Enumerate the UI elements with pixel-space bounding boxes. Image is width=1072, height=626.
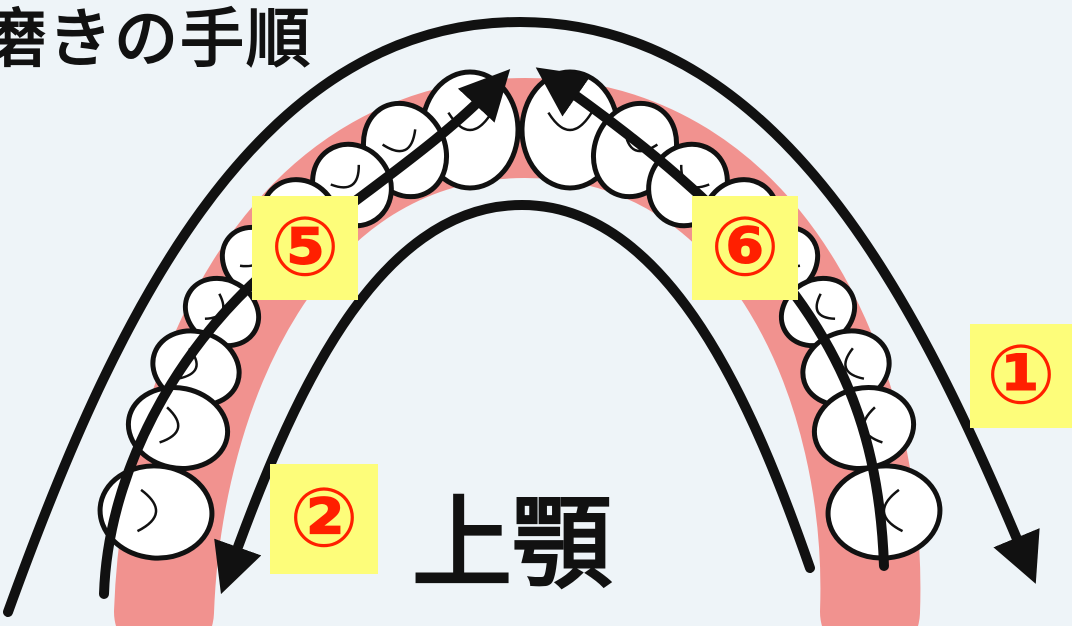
tooth-detail [815,293,836,321]
step-1-label: ① [970,324,1072,428]
step-6-label: ⑥ [692,196,798,300]
tooth-detail [330,164,361,189]
tooth-detail [381,129,417,153]
page-title: 磨きの手順 [0,3,312,77]
tooth-detail [547,111,593,132]
jaw-label: 上顎 [412,485,612,602]
inner-arrow-step-2 [214,199,815,595]
tooth-detail [159,406,180,444]
outer-arrow-step-1 [3,16,1040,617]
tooth-detail [844,347,865,380]
step-2-label: ② [270,464,378,574]
tooth-detail [136,488,158,533]
step-5-label: ⑤ [252,196,358,300]
